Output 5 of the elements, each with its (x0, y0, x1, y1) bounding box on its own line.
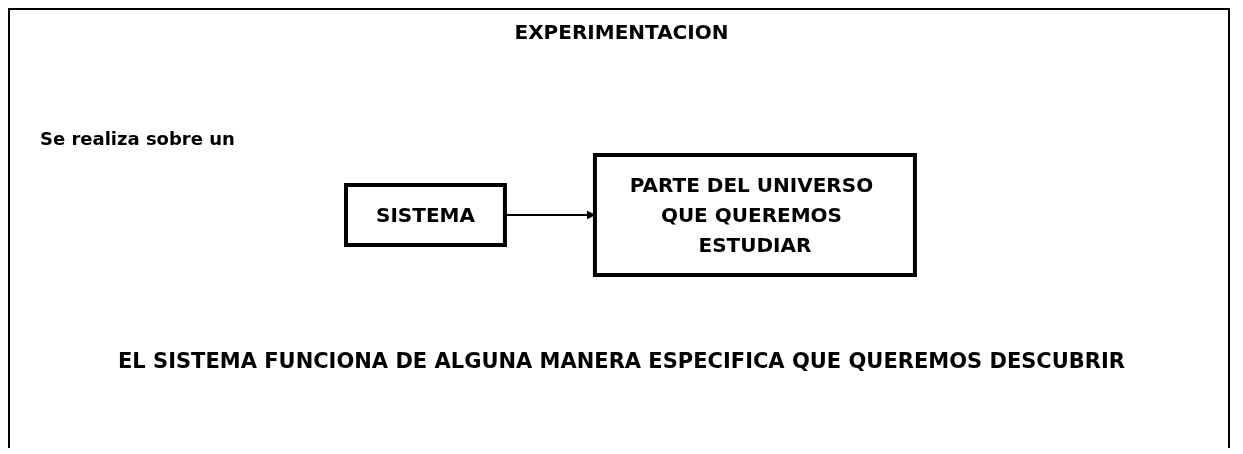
conclusion-text: EL SISTEMA FUNCIONA DE ALGUNA MANERA ESPECIFICA QUE QUEREMOS DESCUBRIR (117, 348, 1126, 375)
intro-text: Se realiza sobre un (40, 128, 235, 149)
title: EXPERIMENTACION (513, 20, 730, 44)
node-box: SISTEMA (343, 183, 507, 247)
node-box: PARTE DEL UNIVERSO QUE QUEREMOS ESTUDIAR (592, 153, 917, 277)
